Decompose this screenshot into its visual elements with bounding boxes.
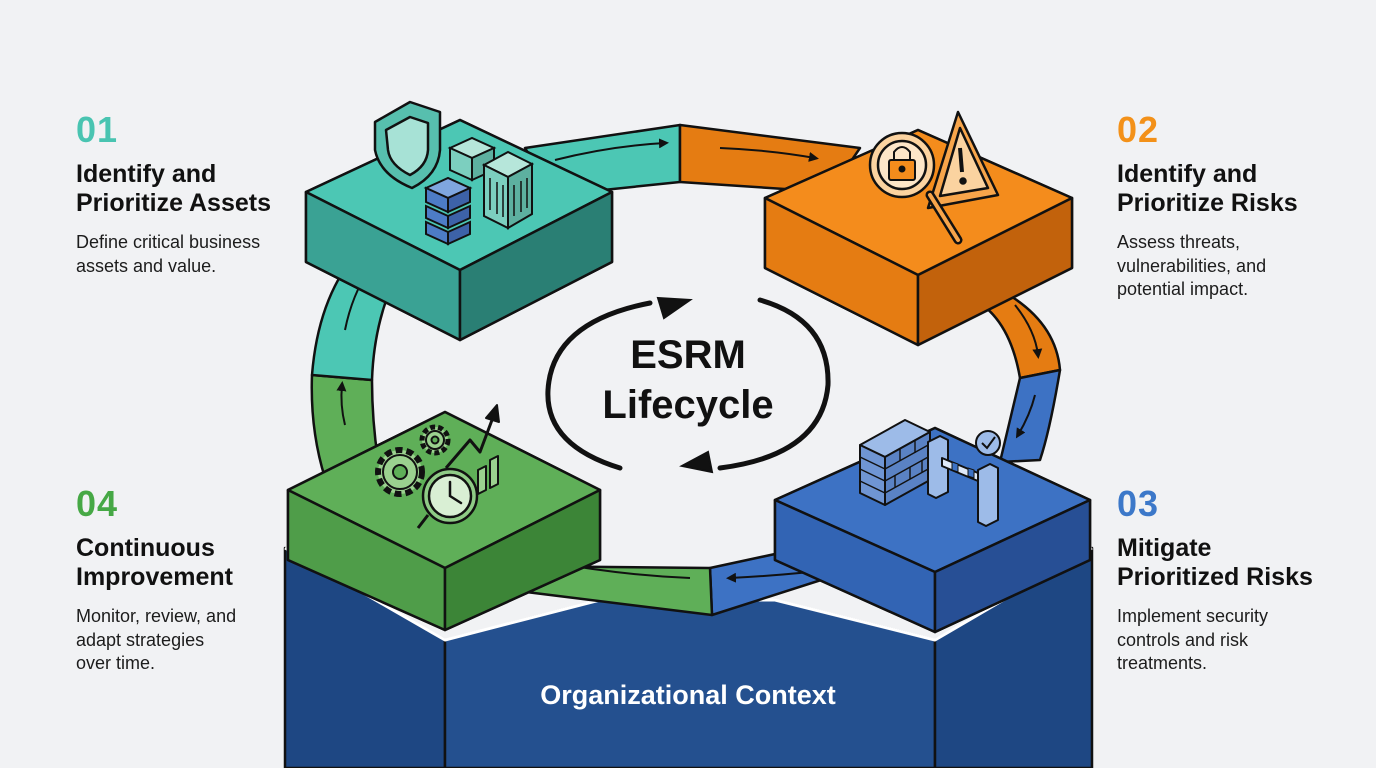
step-number: 02	[1117, 109, 1160, 150]
center-title-line2: Lifecycle	[602, 383, 774, 427]
step-description: Implement security controls and risk tre…	[1117, 606, 1269, 673]
step-title: Continuous Improvement	[76, 534, 233, 591]
gears-icon	[375, 424, 451, 497]
barrier-gate-icon	[927, 435, 999, 527]
step-number: 01	[76, 109, 119, 150]
center-title-line1: ESRM	[630, 333, 746, 377]
risks-block	[763, 128, 1074, 347]
step-title: Identify and Prioritize Risks	[1117, 160, 1298, 217]
organizational-context-label: Organizational Context	[540, 680, 836, 710]
warning-triangle-icon	[926, 110, 1000, 210]
step-mitigate: 03 Mitigate Prioritized Risks Implement …	[1117, 486, 1313, 676]
checkmark-badge-icon	[975, 430, 1001, 456]
organizational-context-base	[283, 546, 1094, 768]
step-assets: 01 Identify and Prioritize Assets Define…	[76, 112, 271, 278]
step-risks: 02 Identify and Prioritize Risks Assess …	[1117, 112, 1298, 302]
step-improvement: 04 Continuous Improvement Monitor, revie…	[76, 486, 236, 676]
shield-icon	[373, 100, 442, 190]
step-description: Monitor, review, and adapt strategies ov…	[76, 606, 237, 673]
step-title: Mitigate Prioritized Risks	[1117, 534, 1313, 591]
step-description: Define critical business assets and valu…	[76, 232, 261, 276]
growth-chart-icon	[444, 404, 500, 495]
server-stack-icon	[423, 136, 497, 246]
padlock-icon	[888, 146, 916, 181]
office-building-icon	[481, 150, 535, 230]
step-description: Assess threats, vulnerabilities, and pot…	[1117, 232, 1267, 299]
step-number: 03	[1117, 483, 1160, 524]
center-title: ESRM Lifecycle	[548, 330, 828, 430]
step-title: Identify and Prioritize Assets	[76, 160, 271, 217]
brick-wall-icon	[859, 419, 931, 506]
step-number: 04	[76, 483, 119, 524]
clock-icon	[416, 467, 479, 529]
center-cycle-arrows	[545, 296, 831, 474]
